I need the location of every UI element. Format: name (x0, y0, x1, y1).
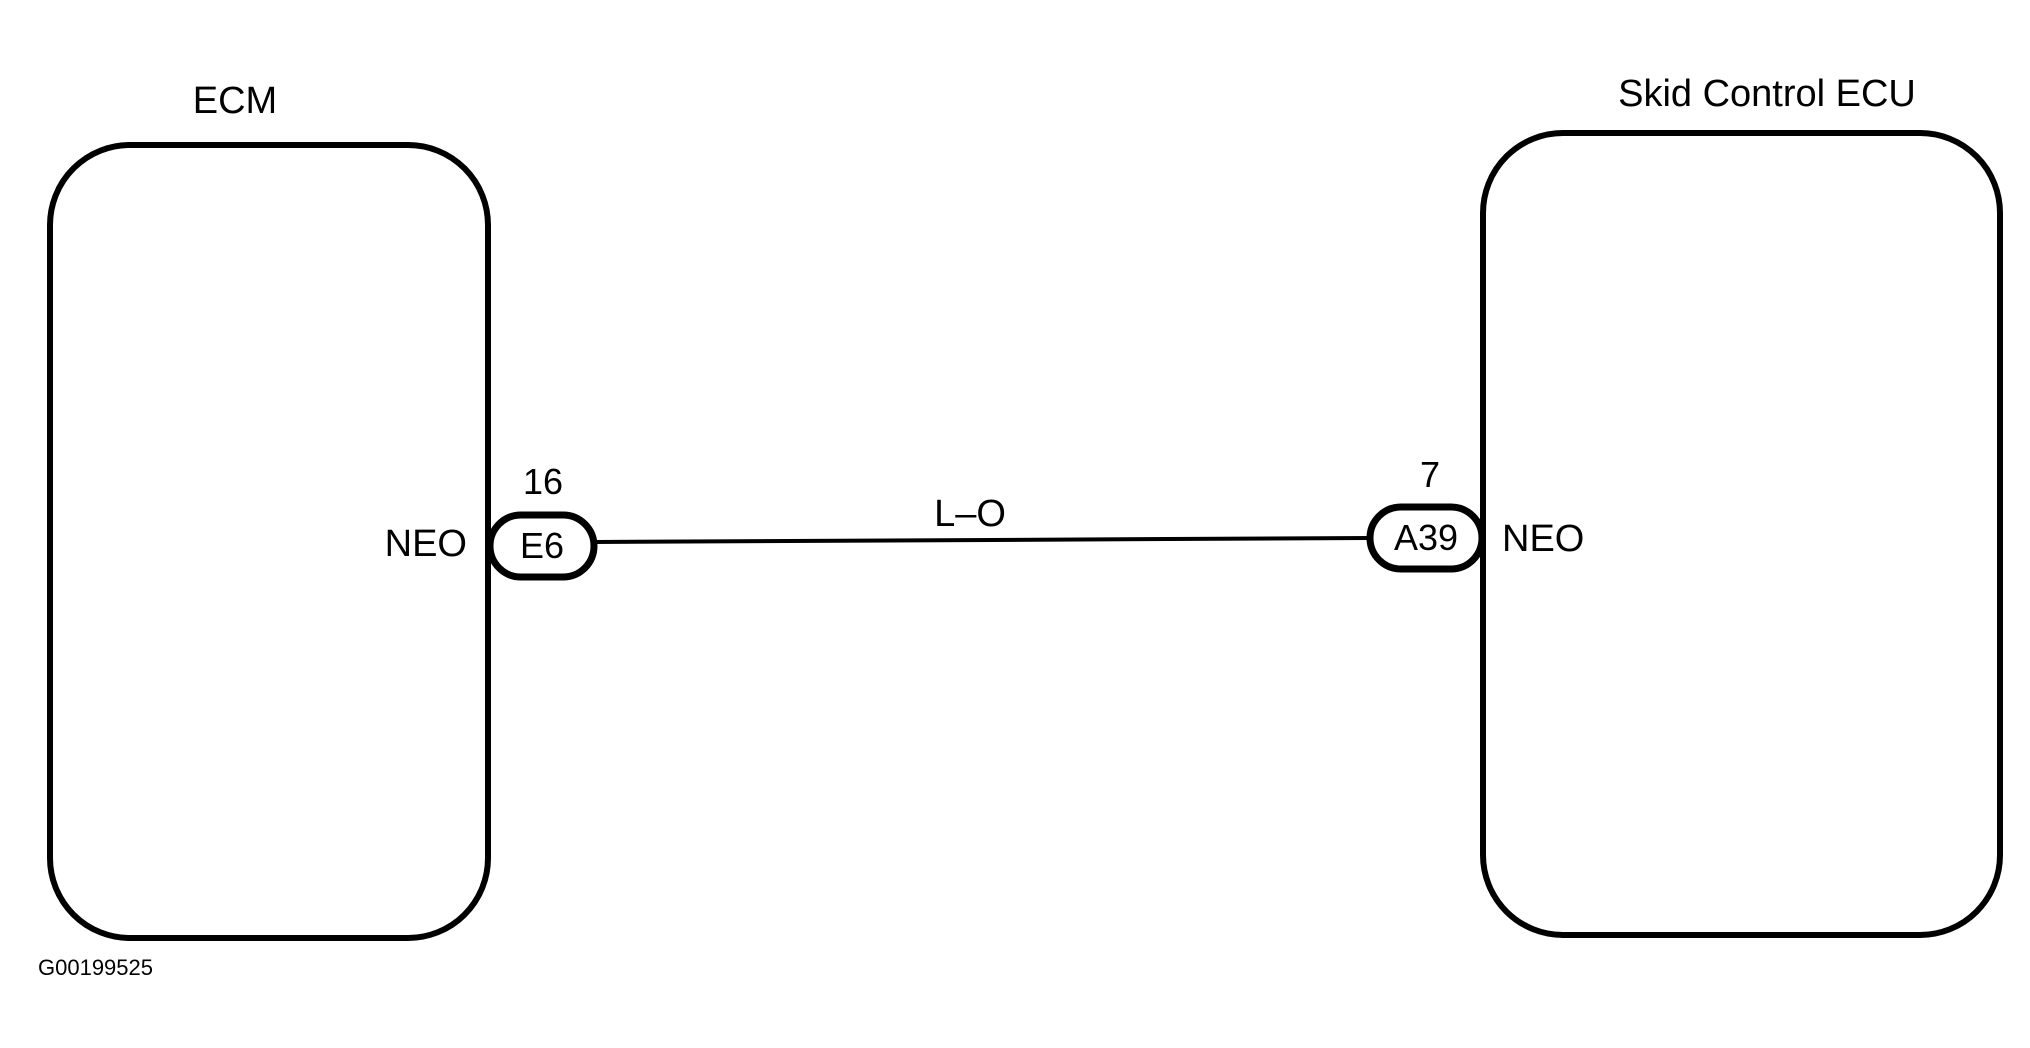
ecm-title: ECM (193, 80, 277, 122)
connector-e6-id: E6 (520, 525, 564, 566)
skid-control-ecu-title: Skid Control ECU (1618, 73, 1916, 115)
skid-control-ecu-component: Skid Control ECU NEO (1480, 73, 2003, 938)
figure-id: G00199525 (38, 955, 153, 980)
ecm-component: ECM NEO (47, 80, 491, 941)
skid-control-ecu-terminal-name: NEO (1502, 518, 1584, 560)
wire-line (593, 536, 1371, 544)
wire-connection: L–O (593, 493, 1371, 544)
connector-e6-pin-number: 16 (523, 461, 563, 502)
ecm-terminal-name: NEO (385, 523, 467, 565)
connector-a39-pin-number: 7 (1420, 454, 1440, 495)
connector-a39-id: A39 (1394, 517, 1458, 558)
connector-e6: 16 E6 (486, 461, 598, 581)
connector-a39-shape (1366, 503, 1486, 573)
wire-color-code: L–O (934, 493, 1006, 535)
connector-a39: 7 A39 (1366, 454, 1486, 573)
connector-e6-shape (486, 511, 598, 581)
